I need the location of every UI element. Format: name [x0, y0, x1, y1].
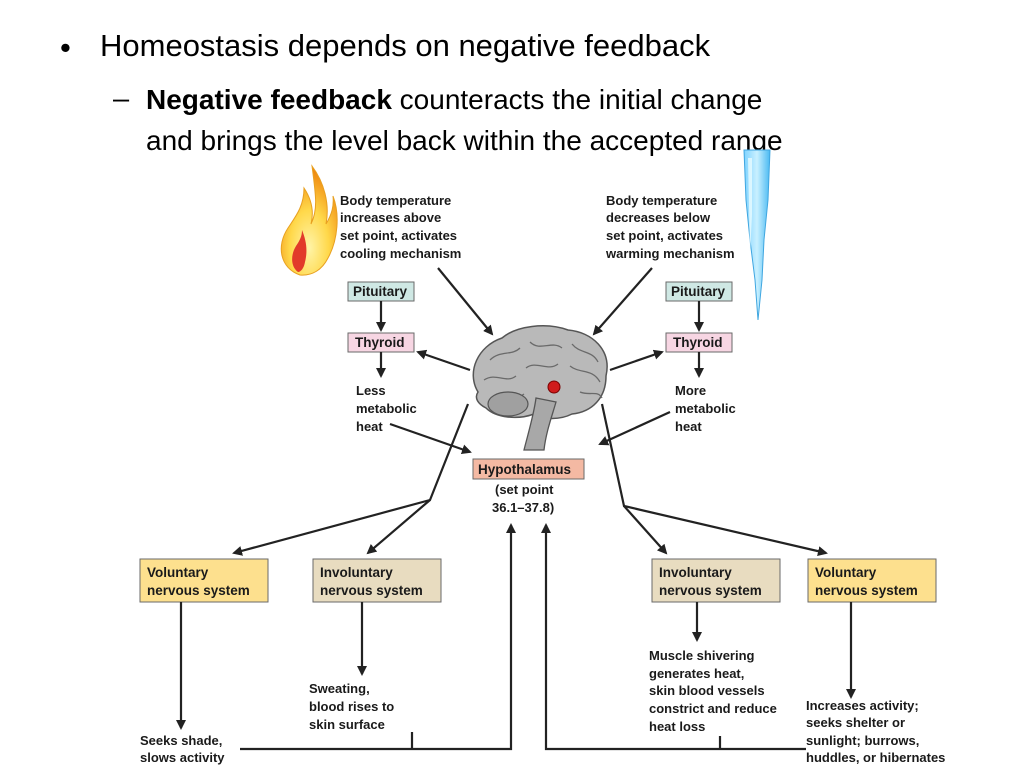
voluntary-label-right: Voluntary nervous system: [815, 565, 918, 598]
arrow-brain-voluntary-left: [232, 403, 470, 556]
sub-bullet-line-2: and brings the level back within the acc…: [146, 125, 783, 156]
feedback-arrow-left: [240, 523, 516, 751]
arrow-brain-voluntary-right: [600, 403, 828, 557]
sub-bullet-rest: counteracts the initial change: [391, 84, 763, 115]
increases-activity-label: Increases activity; seeks shelter or sun…: [806, 698, 945, 765]
voluntary-box-left: Voluntary nervous system: [139, 558, 269, 603]
voluntary-box-right: Voluntary nervous system: [807, 558, 937, 603]
thyroid-box-right: Thyroid: [665, 332, 733, 353]
pituitary-box-right: Pituitary: [665, 281, 733, 302]
arrow-cold-to-brain: [592, 267, 653, 336]
set-point-label: (set point 36.1–37.8): [492, 482, 557, 515]
arrow-brain-involuntary-right: [623, 505, 668, 555]
flame-icon: [280, 164, 338, 276]
sub-bullet-line-1: Negative feedback counteracts the initia…: [146, 81, 762, 119]
arrow-brain-thyroid-right: [609, 349, 664, 372]
pituitary-label-left: Pituitary: [353, 284, 408, 299]
arrow-brain-thyroid-left: [416, 349, 471, 372]
hypothalamus-box: Hypothalamus: [472, 458, 585, 480]
voluntary-label-left: Voluntary nervous system: [147, 565, 250, 598]
involuntary-box-right: Involuntary nervous system: [651, 558, 781, 603]
pituitary-label-right: Pituitary: [671, 284, 726, 299]
pituitary-box-left: Pituitary: [347, 281, 415, 302]
bullet-text: Homeostasis depends on negative feedback: [100, 28, 711, 63]
sub-bullet-dash: –: [113, 83, 130, 115]
hot-stimulus-label: Body temperature increases above set poi…: [340, 193, 461, 261]
hypothalamus-marker: [547, 380, 561, 394]
bullet-dot: •: [60, 30, 71, 65]
arrow-more-heat-hypothalamus: [598, 410, 671, 446]
thyroid-label-left: Thyroid: [355, 335, 405, 350]
arrow-hot-to-brain: [437, 267, 494, 336]
arrow-less-heat-hypothalamus: [389, 422, 472, 455]
sweating-label: Sweating, blood rises to skin surface: [309, 681, 398, 732]
icicle-icon: [743, 149, 771, 321]
involuntary-label-right: Involuntary nervous system: [659, 565, 762, 598]
involuntary-label-left: Involuntary nervous system: [320, 565, 423, 598]
arrow-brain-involuntary-left: [366, 499, 431, 555]
cold-stimulus-label: Body temperature decreases below set poi…: [605, 193, 735, 261]
involuntary-box-left: Involuntary nervous system: [312, 558, 442, 603]
sub-bullet-bold: Negative feedback: [146, 84, 392, 115]
brain-icon: [472, 325, 608, 451]
shivering-label: Muscle shivering generates heat, skin bl…: [649, 648, 781, 734]
hypothalamus-label: Hypothalamus: [478, 462, 571, 477]
seeks-shade-label: Seeks shade, slows activity: [140, 733, 226, 765]
thyroid-box-left: Thyroid: [347, 332, 415, 353]
thyroid-label-right: Thyroid: [673, 335, 723, 350]
less-metabolic-heat-label: Less metabolic heat: [356, 383, 420, 434]
more-metabolic-heat-label: More metabolic heat: [675, 383, 739, 434]
